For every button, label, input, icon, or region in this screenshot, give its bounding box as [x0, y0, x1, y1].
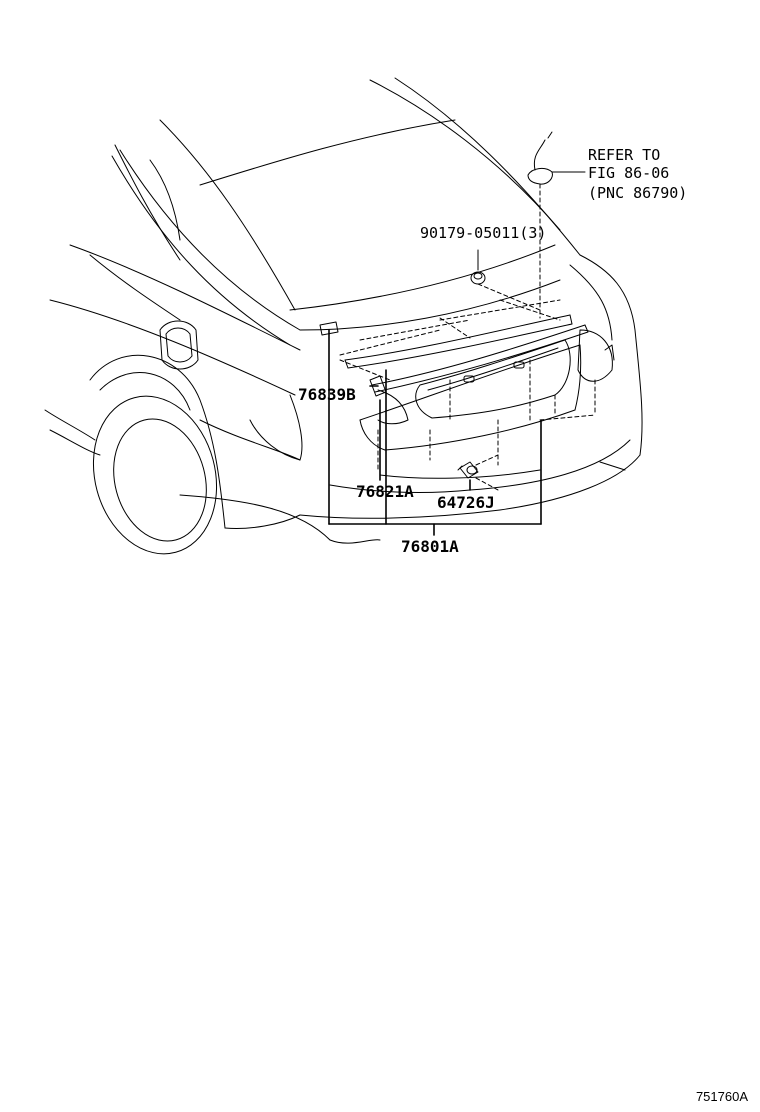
leader-lines: [328, 329, 542, 536]
plug-part-64726j: [457, 461, 479, 479]
part-number-76821a: 76821A: [356, 482, 414, 501]
grommet-part-90179: [470, 271, 486, 285]
lamp-socket-refer: [527, 131, 586, 185]
assembly-dashed-lines: [339, 183, 596, 491]
part-number-90179-05011: 90179-05011(3): [420, 224, 547, 242]
refer-to-note-line-3: (PNC 86790): [588, 184, 688, 202]
figure-id: 751760A: [695, 1089, 748, 1104]
refer-to-note-line-2: FIG 86-06: [588, 164, 670, 182]
part-number-76839b: 76839B: [298, 385, 356, 404]
refer-to-note-line-1: REFER TO: [588, 146, 661, 164]
part-number-76801a: 76801A: [401, 537, 459, 556]
car-body-outline: [44, 77, 643, 555]
part-number-64726j: 64726J: [437, 493, 495, 512]
rear-garnish-76801a: [359, 339, 582, 451]
upper-moulding-76821a: [344, 314, 589, 393]
